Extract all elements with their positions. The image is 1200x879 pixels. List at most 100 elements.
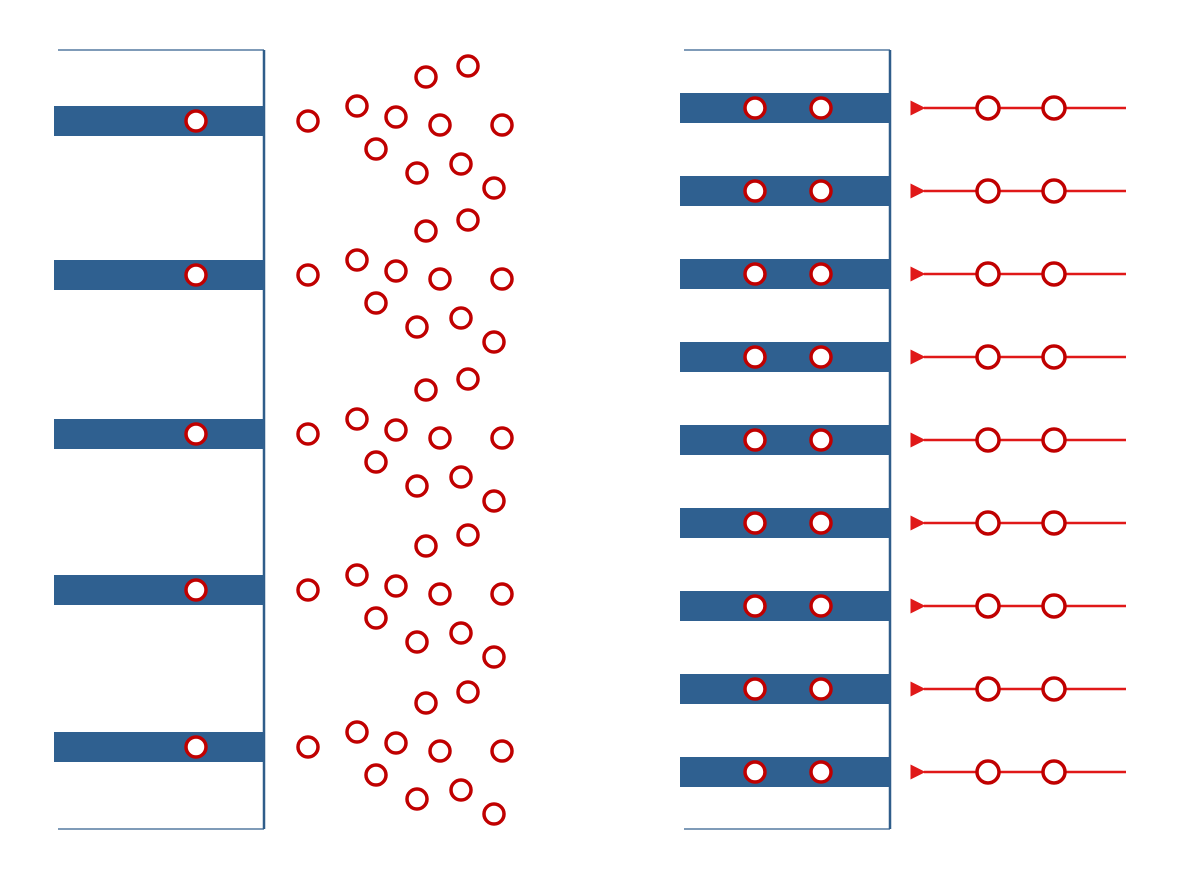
- free-particle: [490, 113, 514, 137]
- free-particle: [428, 426, 452, 450]
- free-particle: [405, 630, 429, 654]
- adsorbed-particle: [809, 677, 833, 701]
- adsorbed-particle: [809, 428, 833, 452]
- adsorbed-particle: [809, 345, 833, 369]
- free-particle: [345, 720, 369, 744]
- adsorbed-particle: [809, 594, 833, 618]
- free-particle: [449, 778, 473, 802]
- free-particle: [428, 582, 452, 606]
- pore-bar: [680, 591, 890, 621]
- free-particle: [384, 418, 408, 442]
- pore-bar: [680, 757, 890, 787]
- adsorbed-particle: [184, 735, 208, 759]
- free-particle: [482, 489, 506, 513]
- adsorbed-particle: [184, 263, 208, 287]
- free-particle: [490, 739, 514, 763]
- pore-bar: [54, 575, 264, 605]
- free-particle: [428, 739, 452, 763]
- pore-bar: [680, 93, 890, 123]
- free-particle: [345, 407, 369, 431]
- free-particle: [414, 691, 438, 715]
- incoming-particle: [975, 95, 1001, 121]
- free-particle: [490, 582, 514, 606]
- free-particle: [296, 735, 320, 759]
- free-particle: [456, 523, 480, 547]
- pore-bar: [54, 106, 264, 136]
- free-particle: [414, 65, 438, 89]
- adsorbed-particle: [743, 96, 767, 120]
- adsorbed-particle: [184, 109, 208, 133]
- free-particle: [364, 137, 388, 161]
- incoming-particle: [1041, 759, 1067, 785]
- adsorbed-particle: [743, 345, 767, 369]
- free-particle: [345, 94, 369, 118]
- free-particle: [482, 330, 506, 354]
- left-panel: [54, 49, 514, 830]
- adsorbed-particle: [809, 760, 833, 784]
- pore-bar: [680, 342, 890, 372]
- pore-bar: [54, 419, 264, 449]
- incoming-particle: [975, 344, 1001, 370]
- free-particle: [405, 474, 429, 498]
- adsorbed-particle: [809, 96, 833, 120]
- adsorbed-particle: [743, 677, 767, 701]
- free-particle: [296, 578, 320, 602]
- free-particle: [456, 680, 480, 704]
- free-particle: [364, 763, 388, 787]
- adsorbed-particle: [184, 578, 208, 602]
- pore-bar: [54, 260, 264, 290]
- incoming-particle: [975, 510, 1001, 536]
- adsorbed-particle: [809, 262, 833, 286]
- free-particle: [414, 219, 438, 243]
- right-panel: [680, 49, 1126, 830]
- incoming-particle: [975, 593, 1001, 619]
- pore-bar: [680, 259, 890, 289]
- incoming-particle: [975, 676, 1001, 702]
- pore-bar: [680, 425, 890, 455]
- free-particle: [482, 645, 506, 669]
- pore-bar: [680, 508, 890, 538]
- free-particle: [405, 161, 429, 185]
- free-particle: [449, 621, 473, 645]
- free-particle: [490, 267, 514, 291]
- free-particle: [490, 426, 514, 450]
- incoming-particle: [975, 261, 1001, 287]
- pore-bar: [680, 674, 890, 704]
- adsorbed-particle: [809, 179, 833, 203]
- free-particle: [296, 422, 320, 446]
- free-particle: [414, 378, 438, 402]
- adsorbed-particle: [743, 760, 767, 784]
- free-particle: [428, 113, 452, 137]
- free-particle: [456, 367, 480, 391]
- free-particle: [384, 574, 408, 598]
- free-particle: [482, 176, 506, 200]
- free-particle: [296, 109, 320, 133]
- free-particle: [345, 248, 369, 272]
- incoming-particle: [1041, 510, 1067, 536]
- incoming-particle: [1041, 676, 1067, 702]
- free-particle: [405, 315, 429, 339]
- free-particle: [428, 267, 452, 291]
- free-particle: [364, 291, 388, 315]
- adsorbed-particle: [743, 511, 767, 535]
- free-particle: [456, 54, 480, 78]
- incoming-particle: [975, 759, 1001, 785]
- free-particle: [384, 731, 408, 755]
- incoming-particle: [975, 427, 1001, 453]
- free-particle: [482, 802, 506, 826]
- free-particle: [449, 152, 473, 176]
- adsorbed-particle: [743, 428, 767, 452]
- free-particle: [449, 465, 473, 489]
- free-particle: [405, 787, 429, 811]
- free-particle: [345, 563, 369, 587]
- pore-bar: [680, 176, 890, 206]
- free-particle: [414, 534, 438, 558]
- incoming-particle: [1041, 593, 1067, 619]
- free-particle: [384, 105, 408, 129]
- adsorbed-particle: [743, 262, 767, 286]
- incoming-particle: [1041, 178, 1067, 204]
- incoming-particle: [1041, 261, 1067, 287]
- free-particle: [364, 450, 388, 474]
